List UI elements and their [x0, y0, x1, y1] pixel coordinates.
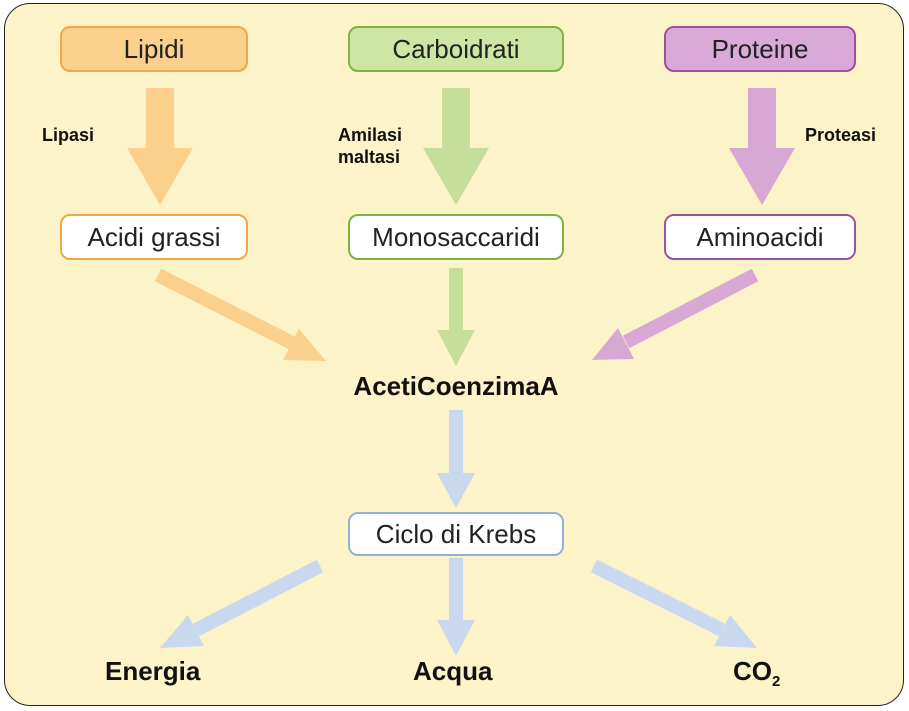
product-energia: Energia: [105, 656, 201, 686]
node-carboidrati: Carboidrati: [348, 26, 564, 72]
product-co2: CO2: [733, 656, 780, 690]
arrow-acidi-grassi-to-aceticoenzima: [154, 268, 296, 350]
node-ciclo-krebs-label: Ciclo di Krebs: [375, 518, 537, 549]
node-proteine-label: Proteine: [711, 33, 809, 64]
arrow-head-energia: [160, 615, 204, 648]
product-co2-main: CO: [733, 656, 772, 686]
node-lipidi: Lipidi: [60, 26, 248, 72]
arrow-proteine-to-aminoacidi: [729, 88, 795, 205]
arrow-head-krebs: [437, 473, 475, 508]
arrow-carboidrati-to-monosaccaridi: [423, 88, 489, 205]
node-ciclo-krebs: Ciclo di Krebs: [348, 512, 564, 556]
enzyme-amilasi-maltasi: Amilasi maltasi: [338, 124, 402, 168]
node-lipidi-label: Lipidi: [123, 33, 185, 64]
arrow-head-acqua: [437, 620, 475, 656]
enzyme-proteasi: Proteasi: [805, 125, 877, 145]
arrow-lipidi-to-acidi-grassi: [127, 88, 193, 205]
node-aminoacidi-label: Aminoacidi: [696, 221, 824, 252]
arrow-krebs-to-co2: [590, 559, 726, 637]
node-acidi-grassi-label: Acidi grassi: [87, 221, 221, 252]
enzyme-amilasi: Amilasi: [338, 125, 403, 145]
node-aceticoenzima: AcetiCoenzimaA: [353, 371, 559, 401]
node-proteine: Proteine: [664, 26, 856, 72]
arrow-head-monosaccaridi: [437, 330, 475, 366]
arrow-aminoacidi-to-aceticoenzima: [622, 268, 759, 349]
arrow-head-aminoacidi: [592, 328, 634, 360]
enzyme-maltasi: maltasi: [338, 147, 401, 167]
arrow-head-co2: [714, 615, 757, 648]
product-acqua: Acqua: [413, 656, 493, 686]
arrow-head-acidi-grassi: [283, 329, 326, 361]
node-acidi-grassi: Acidi grassi: [60, 214, 248, 260]
node-monosaccaridi: Monosaccaridi: [348, 214, 564, 260]
node-monosaccaridi-label: Monosaccaridi: [372, 221, 540, 252]
node-carboidrati-label: Carboidrati: [392, 33, 520, 64]
node-aminoacidi: Aminoacidi: [664, 214, 856, 260]
arrow-krebs-to-energia: [192, 559, 324, 637]
product-co2-subscript: 2: [772, 673, 781, 691]
enzyme-lipasi: Lipasi: [42, 125, 95, 145]
